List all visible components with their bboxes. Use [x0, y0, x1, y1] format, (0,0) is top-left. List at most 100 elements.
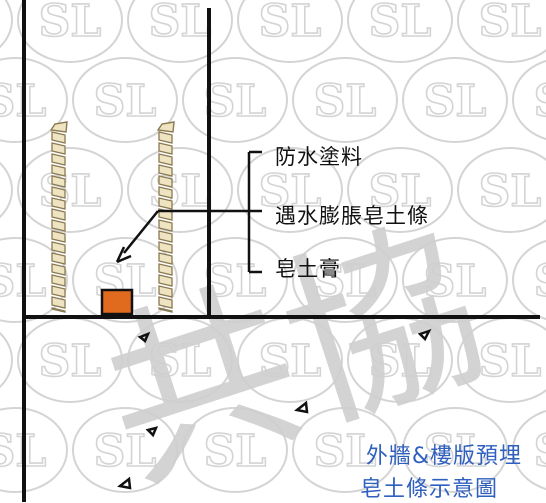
watermark-logo-text: SL — [534, 256, 546, 307]
watermark-logo-ring — [127, 147, 233, 233]
concrete-aggregate — [117, 328, 432, 490]
watermark-logo-text: SL — [204, 426, 267, 477]
label-waterproof-coating: 防水塗料 — [275, 145, 363, 169]
rebar-segment — [51, 164, 66, 177]
rebar-segment — [51, 285, 66, 298]
watermark-logo-text: SL — [424, 256, 487, 307]
rebar-cap — [156, 121, 175, 133]
watermark-logo-text: SL — [424, 426, 487, 477]
watermark-logo-text: SL — [534, 76, 546, 127]
rebar-segment — [158, 219, 173, 232]
watermark-logo-ring — [17, 0, 123, 63]
watermark-logo-text: SL — [39, 336, 102, 387]
rebar — [156, 121, 175, 313]
watermark-logo-text: SL — [479, 166, 542, 217]
rebar-segment — [158, 230, 173, 243]
watermark-logo-text: SL — [369, 166, 432, 217]
rebar-segment — [51, 208, 66, 221]
watermark-logo-text: SL — [369, 336, 432, 387]
watermark-logo-ring — [402, 407, 508, 493]
rebar-segment — [51, 186, 66, 199]
rebar-segment — [158, 241, 173, 254]
rebar-segment — [158, 296, 173, 309]
watermark-logo-ring — [347, 147, 453, 233]
rebar-segment — [51, 197, 66, 210]
watermark-logo-text: SL — [259, 0, 322, 47]
watermark-logo-ring — [457, 147, 546, 233]
watermark-logo-ring — [182, 57, 288, 143]
rebar-segment — [51, 241, 66, 254]
rebar-segment — [158, 307, 173, 313]
watermark-logo-ring — [457, 0, 546, 63]
watermark-logo-text: SL — [479, 336, 542, 387]
watermark-logo-text: SL — [259, 166, 322, 217]
rebar-segment — [51, 252, 66, 265]
watermark-logo-ring — [182, 407, 288, 493]
aggregate-speck — [294, 400, 309, 414]
watermark-logo-ring — [0, 0, 13, 49]
rebar-segment — [158, 153, 173, 166]
watermark-logo-text: SL — [534, 426, 546, 477]
aggregate-speck — [417, 328, 432, 342]
watermark-logo-text: SL — [94, 76, 157, 127]
watermark-logo-text: SL — [314, 76, 377, 127]
watermark-logo-text: SL — [314, 426, 377, 477]
watermark-logo-text: SL — [204, 76, 267, 127]
rebar-segment — [51, 274, 66, 287]
watermark-logo-ring — [72, 407, 178, 493]
aggregate-speck — [145, 426, 159, 438]
rebar-segment — [158, 252, 173, 265]
watermark-logo-text: SL — [424, 76, 487, 127]
watermark-logo-ring — [0, 237, 68, 323]
watermark-logo-ring — [512, 239, 546, 321]
watermark-logo-ring — [182, 237, 288, 323]
watermark-logo-text: SL — [39, 0, 102, 47]
watermark-logo-text: SL — [94, 426, 157, 477]
label-bentonite-paste: 皂土膏 — [275, 257, 341, 281]
watermark-logo-text: SL — [149, 0, 212, 47]
watermark-logo-ring — [347, 0, 453, 63]
rebar-segment — [158, 142, 173, 155]
caption-line-1: 外牆&樓版預埋 — [365, 444, 522, 469]
watermark-logo-ring — [72, 237, 178, 323]
rebar-segment — [158, 263, 173, 276]
watermark-logo-text: SL — [314, 256, 377, 307]
watermark-logo-text: SL — [479, 0, 542, 47]
rebar-segment — [158, 164, 173, 177]
watermark-logo-ring — [0, 407, 68, 493]
rebar-segment — [51, 219, 66, 232]
rebar-segment — [158, 175, 173, 188]
aggregate-speck — [117, 476, 132, 490]
watermark-logo-ring — [402, 237, 508, 323]
watermark-logo-ring — [17, 147, 123, 233]
rebar-segment — [51, 142, 66, 155]
watermark-logo-text: SL — [39, 166, 102, 217]
rebar-segment — [51, 153, 66, 166]
watermark-logo-ring — [72, 57, 178, 143]
watermark-logo-text: SL — [149, 166, 212, 217]
watermark-logo-text: SL — [204, 256, 267, 307]
watermark-logo-ring — [512, 409, 546, 491]
structure-lines — [22, 0, 540, 502]
watermark-logo-ring — [512, 59, 546, 141]
watermark-logo-ring — [0, 331, 13, 389]
watermark-logo-ring — [127, 0, 233, 63]
watermark-logo-ring — [0, 57, 68, 143]
watermark-logo-ring — [237, 147, 343, 233]
watermark-logo-text: SL — [259, 336, 322, 387]
label-swelling-strip: 遇水膨脹皂土條 — [275, 204, 429, 228]
rebar-segment — [51, 230, 66, 243]
rebar-cap — [49, 121, 68, 133]
rebar-segment — [158, 274, 173, 287]
aggregate-speck — [137, 331, 151, 344]
rebar-segment — [158, 285, 173, 298]
watermark-logo-text: SL — [369, 0, 432, 47]
leader-arrow — [115, 209, 249, 264]
rebar-segment — [51, 307, 66, 313]
caption-line-2: 皂土條示意圖 — [359, 477, 498, 502]
rebar-segment — [51, 131, 66, 144]
watermark-logo-ring — [292, 407, 398, 493]
rebar-segment — [158, 131, 173, 144]
watermark-logo-ring — [237, 0, 343, 63]
